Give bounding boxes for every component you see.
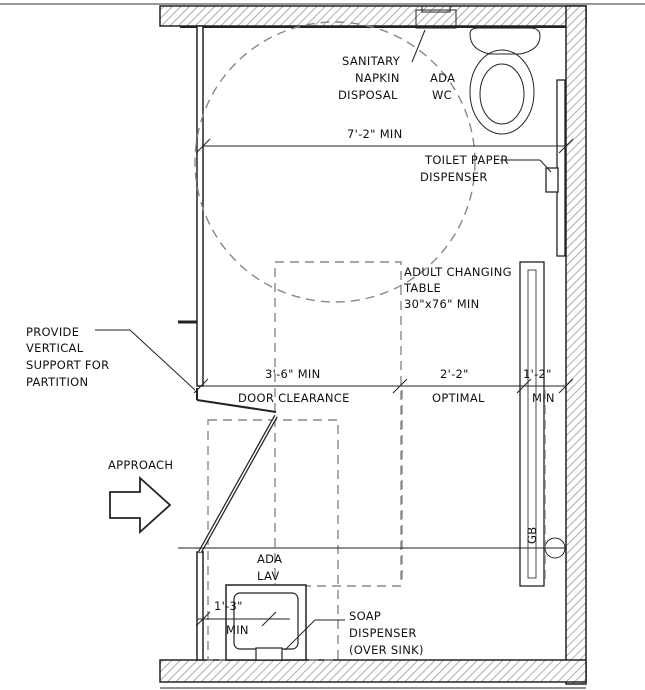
label-toilet-paper-1: TOILET PAPER (424, 153, 509, 167)
partition-lower (196, 551, 204, 661)
label-lav-min: MIN (226, 623, 249, 637)
sink-fixture (225, 584, 307, 661)
grab-bar-lower-inner (527, 269, 537, 579)
label-ada-lav-1: ADA (257, 552, 282, 566)
width-dimension (195, 138, 574, 154)
label-min: MIN (532, 391, 555, 405)
sanitary-disposal-box (415, 9, 457, 29)
label-changing-2: TABLE (403, 281, 441, 295)
right-wall (565, 5, 587, 685)
label-dim-a: 3'-6" MIN (265, 367, 321, 381)
top-wall (159, 5, 587, 27)
label-changing-1: ADULT CHANGING (404, 265, 512, 279)
label-ada-lav-2: LAV (257, 569, 280, 583)
label-support-4: PARTITION (26, 375, 88, 389)
label-dim-b: 2'-2" (440, 367, 469, 381)
label-soap-1: SOAP (349, 609, 381, 623)
label-changing-3: 30"x76" MIN (404, 297, 480, 311)
lav-dimension (195, 611, 290, 627)
label-support-1: PROVIDE (26, 325, 79, 339)
leader-soap-2 (284, 619, 316, 651)
approach-arrow (109, 475, 172, 535)
label-lav-dim: 1'-3" (214, 599, 243, 613)
door (196, 388, 278, 553)
label-optimal: OPTIMAL (432, 391, 485, 405)
label-width-min: 7'-2" MIN (347, 127, 403, 141)
label-soap-2: DISPENSER (349, 626, 417, 640)
label-support-2: VERTICAL (26, 341, 84, 355)
label-sanitary-2: NAPKIN (355, 71, 400, 85)
label-approach: APPROACH (108, 458, 173, 472)
bottom-wall (159, 659, 587, 683)
leader-sanitary (411, 29, 426, 63)
label-ada-wc-2: WC (432, 88, 452, 102)
toilet-fixture (469, 27, 541, 135)
turning-circle (194, 21, 476, 303)
label-sanitary-1: SANITARY (342, 54, 401, 68)
toilet-paper-dispenser (545, 167, 559, 193)
label-toilet-paper-2: DISPENSER (420, 170, 488, 184)
leader-support-2 (129, 329, 196, 391)
label-dim-c: 1'-2" (523, 367, 552, 381)
changing-table-outline (274, 261, 402, 587)
label-gb: GB (525, 527, 539, 544)
label-door-clearance: DOOR CLEARANCE (238, 391, 350, 405)
label-support-3: SUPPORT FOR (26, 358, 109, 372)
label-soap-3: (OVER SINK) (349, 643, 424, 657)
sanitary-disposal-lid (421, 5, 451, 13)
leader-tp-2 (539, 159, 552, 173)
label-sanitary-3: DISPOSAL (338, 88, 398, 102)
label-ada-wc-1: ADA (430, 71, 455, 85)
